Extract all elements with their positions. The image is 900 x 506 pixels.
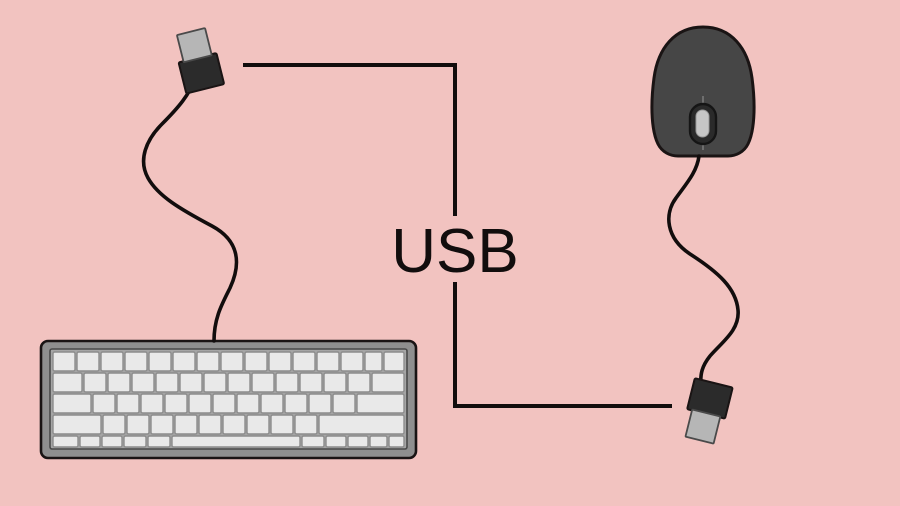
bus-line-bottom [453,282,672,408]
mouse-cable [667,154,740,388]
mouse-body [650,25,756,158]
bus-line-top [243,63,457,216]
usb-bus-lines [243,63,672,408]
usb-label: USB [391,217,518,286]
keyboard-spacebar [171,435,301,448]
mouse-scroll-wheel[interactable] [695,109,710,138]
mouse-connector-tip [684,408,722,445]
keyboard-connector-tip [176,27,213,63]
keyboard-keys [52,351,405,448]
mouse[interactable] [650,25,756,445]
keyboard-usb-connector[interactable] [172,27,225,95]
keyboard-cable [141,78,239,343]
keyboard[interactable] [39,27,418,460]
mouse-usb-connector[interactable] [681,377,734,445]
